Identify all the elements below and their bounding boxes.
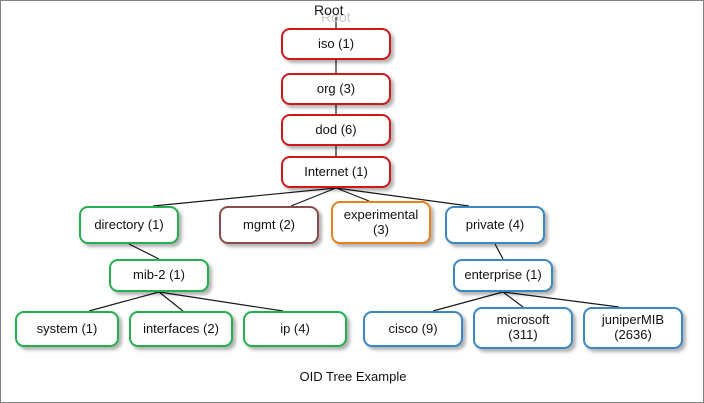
edge-mib2-to-system: [88, 291, 160, 312]
edge-internet-to-directory: [152, 187, 337, 207]
node-label-experimental: experimental (3): [343, 206, 419, 237]
edge-private-to-enterprise: [494, 243, 504, 260]
node-label-interfaces: interfaces (2): [143, 320, 219, 336]
node-label-dod: dod (6): [315, 121, 357, 137]
node-label-directory: directory (1): [94, 216, 164, 232]
node-system[interactable]: system (1): [15, 311, 119, 347]
node-label-ip: ip (4): [280, 320, 310, 336]
edge-mib2-to-ip: [158, 291, 284, 312]
edge-enterprise-to-microsoft: [502, 291, 524, 308]
node-label-system: system (1): [36, 320, 98, 336]
edge-mib2-to-interfaces: [158, 291, 184, 312]
node-org[interactable]: org (3): [281, 73, 391, 105]
edge-directory-to-mib2: [128, 243, 160, 260]
node-label-microsoft: microsoft (311): [496, 312, 550, 342]
node-label-iso: iso (1): [317, 35, 355, 51]
node-mib2[interactable]: mib-2 (1): [109, 259, 209, 292]
node-directory[interactable]: directory (1): [79, 206, 179, 244]
node-interfaces[interactable]: interfaces (2): [129, 311, 233, 347]
figure-caption: OID Tree Example: [299, 369, 407, 384]
node-enterprise[interactable]: enterprise (1): [453, 259, 553, 292]
root-label: Root: [314, 2, 344, 18]
node-private[interactable]: private (4): [445, 206, 545, 244]
node-microsoft[interactable]: microsoft (311): [473, 307, 573, 349]
node-internet[interactable]: Internet (1): [281, 156, 391, 188]
node-experimental[interactable]: experimental (3): [331, 201, 431, 244]
node-iso[interactable]: iso (1): [281, 28, 391, 60]
node-dod[interactable]: dod (6): [281, 114, 391, 146]
node-label-mib2: mib-2 (1): [132, 267, 185, 283]
node-label-enterprise: enterprise (1): [464, 267, 542, 283]
edge-internet-to-experimental: [335, 187, 370, 202]
node-cisco[interactable]: cisco (9): [363, 311, 463, 347]
node-label-internet: Internet (1): [304, 163, 368, 179]
node-mgmt[interactable]: mgmt (2): [219, 206, 319, 244]
node-label-mgmt: mgmt (2): [243, 216, 295, 232]
edge-internet-to-mgmt: [290, 187, 337, 207]
node-label-org: org (3): [316, 80, 356, 96]
node-label-private: private (4): [465, 216, 525, 232]
node-juniperMIB[interactable]: juniperMIB (2636): [583, 307, 683, 349]
node-ip[interactable]: ip (4): [243, 311, 347, 347]
edge-enterprise-to-juniperMIB: [502, 291, 620, 308]
node-label-cisco: cisco (9): [388, 320, 438, 336]
node-label-juniperMIB: juniperMIB (2636): [601, 312, 665, 342]
